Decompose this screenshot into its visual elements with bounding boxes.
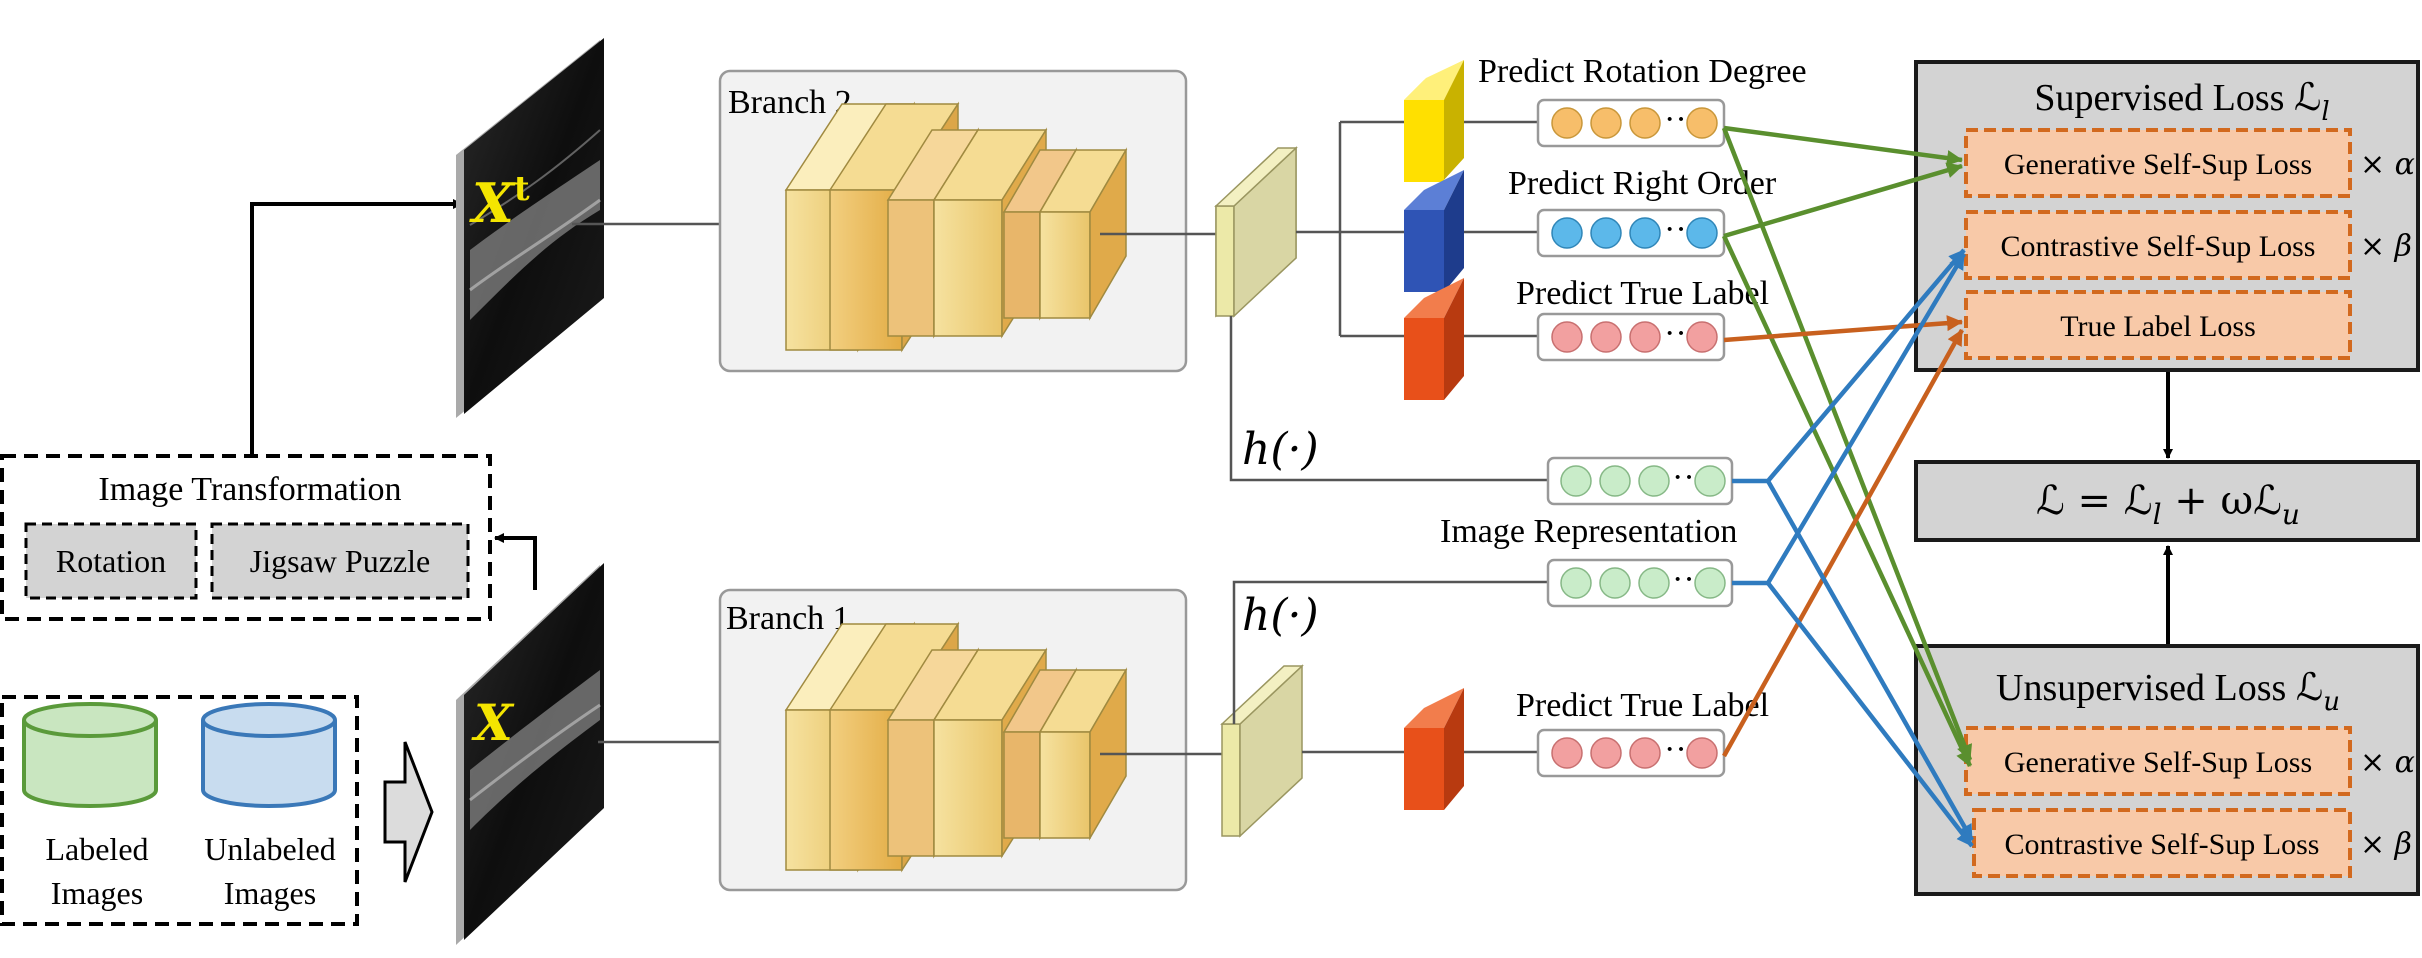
sup-beta: × β	[2360, 229, 2412, 264]
head-connectors-top	[1296, 120, 1414, 338]
true-label-vector-top: ···	[1464, 312, 1726, 362]
representation-vector-top: ···	[1546, 456, 1734, 506]
feature-map-bottom	[1100, 664, 1304, 838]
green-arrow	[1721, 127, 1973, 761]
database-icon	[22, 702, 158, 808]
green-arrow	[1723, 125, 1963, 166]
dataset-dashed-box	[0, 695, 359, 926]
loss-arrows	[1721, 125, 1974, 848]
transform-input-arrow	[494, 533, 537, 590]
sup-generative-label: Generative Self-Sup Loss	[2004, 148, 2312, 181]
oct-image-bottom	[456, 563, 604, 945]
total-loss-formula: ℒ = ℒl + ωℒu	[2036, 478, 2300, 531]
representation-label: Image Representation	[1440, 513, 1737, 550]
projection-connector-top	[1229, 316, 1548, 482]
rotation-head	[1404, 60, 1464, 182]
supervised-loss-group: Supervised Loss ℒl Generative Self-Sup L…	[1914, 60, 2420, 372]
unsup-contrastive-label: Contrastive Self-Sup Loss	[2005, 828, 2320, 861]
database-icon	[201, 702, 337, 808]
unsup-contrastive-loss	[1972, 808, 2352, 878]
true-label-loss	[1964, 290, 2352, 360]
rotation-box	[24, 522, 198, 600]
unlabeled-label: Unlabeled	[204, 831, 336, 867]
blue-arrow	[1766, 581, 1974, 848]
true-label-head-top	[1404, 278, 1464, 400]
sup-contrastive-loss	[1964, 210, 2352, 280]
projection-label-top: h(·)	[1242, 424, 1319, 475]
labeled-label-2: Images	[51, 875, 143, 911]
total-loss-box	[1914, 460, 2420, 542]
blue-arrow	[1766, 479, 1974, 842]
jigsaw-label: Jigsaw Puzzle	[250, 543, 430, 579]
rotation-vector: ···	[1464, 98, 1726, 148]
feature-map-top	[1100, 146, 1298, 318]
branch2-group: Branch 2	[718, 69, 1188, 373]
conv-layer	[886, 647, 1048, 859]
unsupervised-loss-group: Unsupervised Loss ℒu Generative Self-Sup…	[1914, 644, 2420, 896]
true-label-head-bottom	[1404, 688, 1464, 810]
true-label-loss-label: True Label Loss	[2060, 310, 2256, 343]
labeled-label: Labeled	[45, 831, 148, 867]
input-flow-arrow	[383, 741, 434, 883]
orange-arrow	[1722, 328, 1964, 758]
order-head-label: Predict Right Order	[1508, 165, 1777, 202]
projection-label-bottom: h(·)	[1242, 590, 1319, 641]
sup-contrastive-label: Contrastive Self-Sup Loss	[2001, 230, 2316, 263]
projection-connector-bottom	[1232, 580, 1548, 724]
xt-symbol: Xt	[469, 169, 530, 235]
dataset-group: Labeled Images Unlabeled Images	[0, 695, 359, 926]
sup-generative-loss	[1964, 128, 2352, 198]
true-label-vector-bottom: ···	[1464, 728, 1726, 778]
image-transformation-group: Image Transformation Rotation Jigsaw Puz…	[0, 454, 492, 621]
green-arrow	[1721, 235, 1973, 767]
conv-layer	[1002, 667, 1128, 841]
jigsaw-box	[210, 522, 470, 600]
unsup-beta: × β	[2360, 827, 2412, 862]
transformation-dashed-box	[0, 454, 492, 621]
unsupervised-loss-title: Unsupervised Loss ℒu	[1996, 665, 2340, 717]
unsup-generative-label: Generative Self-Sup Loss	[2004, 746, 2312, 779]
true-label-head-label-bottom: Predict True Label	[1516, 687, 1769, 724]
transformation-title: Image Transformation	[98, 471, 401, 508]
order-vector: ···	[1464, 208, 1726, 258]
rotation-head-label: Predict Rotation Degree	[1478, 53, 1807, 90]
supervised-loss-title: Supervised Loss ℒl	[2034, 75, 2329, 127]
branch2-label: Branch 2	[728, 84, 852, 121]
sup-alpha: × α	[2360, 147, 2415, 182]
x-symbol: X	[471, 693, 515, 752]
branch1-group: Branch 1	[718, 588, 1188, 892]
unsup-alpha: × α	[2360, 745, 2415, 780]
branch1-label: Branch 1	[726, 600, 850, 637]
order-head	[1404, 170, 1464, 292]
representation-vector-bottom: ···	[1546, 558, 1734, 608]
transform-output-arrow	[250, 199, 463, 456]
oct-image-top	[456, 38, 604, 418]
unlabeled-label-2: Images	[224, 875, 316, 911]
rotation-label: Rotation	[56, 543, 166, 579]
true-label-head-label-top: Predict True Label	[1516, 275, 1769, 312]
